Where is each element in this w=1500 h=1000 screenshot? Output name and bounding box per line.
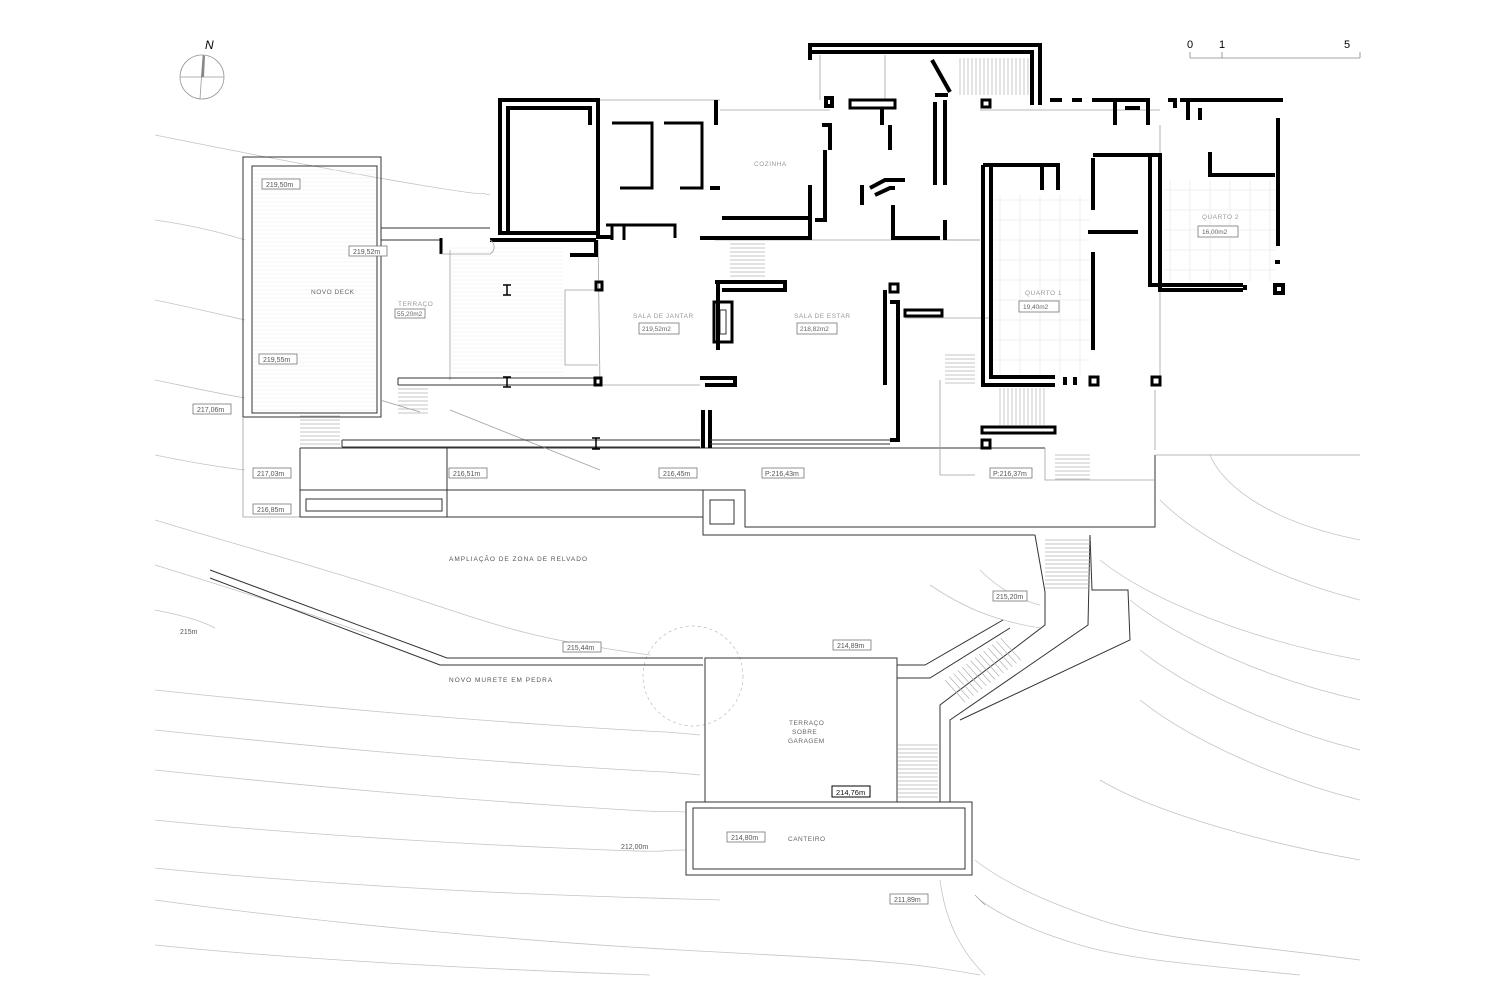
room-name-cozinha: COZINHA	[754, 161, 787, 168]
annotations: AMPLIAÇÃO DE ZONA DE RELVADO NOVO MURETE…	[449, 554, 588, 684]
stairs	[300, 58, 1090, 798]
level-terrace-c: P:216,43m	[765, 471, 799, 478]
level-path: 215,20m	[996, 594, 1023, 601]
room-name-novo-deck: NOVO DECK	[311, 289, 355, 296]
level-terrace-d: P:216,37m	[993, 471, 1027, 478]
tree-canopy	[642, 625, 744, 727]
room-area-terraco: 55,20m2	[397, 311, 423, 318]
room-name-terraco: TERRAÇO	[398, 301, 433, 308]
room-name-sala-estar: SALA DE ESTAR	[794, 313, 851, 320]
level-garage-top: 214,89m	[837, 643, 864, 650]
tile-grid	[993, 180, 1275, 375]
stair-tread	[966, 663, 987, 687]
stair-tread	[944, 679, 966, 703]
stair-tread	[949, 676, 970, 700]
scale-tick-5: 5	[1344, 39, 1350, 51]
north-arrow: N	[179, 38, 225, 100]
room-area-sala-jantar: 219,52m2	[642, 326, 671, 333]
level-contour-212: 212,00m	[621, 844, 648, 851]
stair-tread	[996, 641, 1017, 664]
room-area-sala-estar: 218,82m2	[800, 326, 829, 333]
level-tags: 219,50m 219,52m 219,55m 217,06m 217,03m …	[180, 178, 1033, 905]
room-name-canteiro: CANTEIRO	[788, 836, 826, 843]
level-contour-215: 215m	[180, 629, 198, 636]
scale-bar: 0 1 5	[1187, 39, 1361, 59]
level-terrace-a: 216,51m	[453, 471, 480, 478]
stair-tread	[979, 654, 1000, 677]
stair-tread	[957, 670, 979, 693]
room-name-quarto-1: QUARTO 1	[1025, 290, 1062, 297]
contour-lines	[154, 134, 1361, 976]
room-name-terraco-garagem-3: GARAGEM	[788, 738, 825, 745]
level-deck-bottom: 219,55m	[263, 357, 290, 364]
level-terrace-b: 216,45m	[663, 471, 690, 478]
level-sw-lower: 216,85m	[257, 507, 284, 514]
stair-tread	[970, 660, 991, 683]
room-name-terraco-garagem-2: SOBRE	[792, 729, 817, 736]
stair-tread	[1000, 637, 1021, 661]
annotation-murete: NOVO MURETE EM PEDRA	[449, 677, 553, 684]
stair-tread	[974, 657, 996, 680]
scale-tick-1: 1	[1219, 39, 1225, 51]
stair-tread	[961, 666, 983, 690]
annotation-relvado: AMPLIAÇÃO DE ZONA DE RELVADO	[449, 554, 588, 563]
room-name-terraco-garagem-1: TERRAÇO	[789, 720, 824, 727]
scale-tick-0: 0	[1187, 39, 1193, 51]
stair-tread	[987, 647, 1009, 671]
room-name-quarto-2: QUARTO 2	[1202, 214, 1239, 221]
walls	[341, 43, 1285, 450]
room-labels: COZINHA SALA DE JANTAR 219,52m2 SALA DE …	[311, 161, 1239, 843]
deck-boards	[253, 169, 563, 411]
stair-tread	[953, 673, 974, 696]
stair-tread	[991, 644, 1013, 667]
level-bottom: 211,89m	[894, 897, 921, 904]
level-sw-upper: 217,03m	[257, 471, 284, 478]
level-deck-top: 219,50m	[266, 182, 293, 189]
level-canteiro: 214,80m	[731, 835, 758, 842]
north-label: N	[205, 38, 214, 52]
room-area-quarto-1: 19,40m2	[1023, 304, 1049, 311]
level-murete: 215,44m	[567, 645, 594, 652]
column-marks	[503, 284, 600, 450]
level-garage-main: 214,76m	[836, 788, 865, 797]
level-west: 217,06m	[197, 407, 224, 414]
level-deck-edge: 219,52m	[353, 249, 380, 256]
room-name-sala-jantar: SALA DE JANTAR	[633, 313, 694, 320]
stair-tread	[983, 650, 1004, 674]
room-area-quarto-2: 16,00m2	[1202, 229, 1228, 236]
